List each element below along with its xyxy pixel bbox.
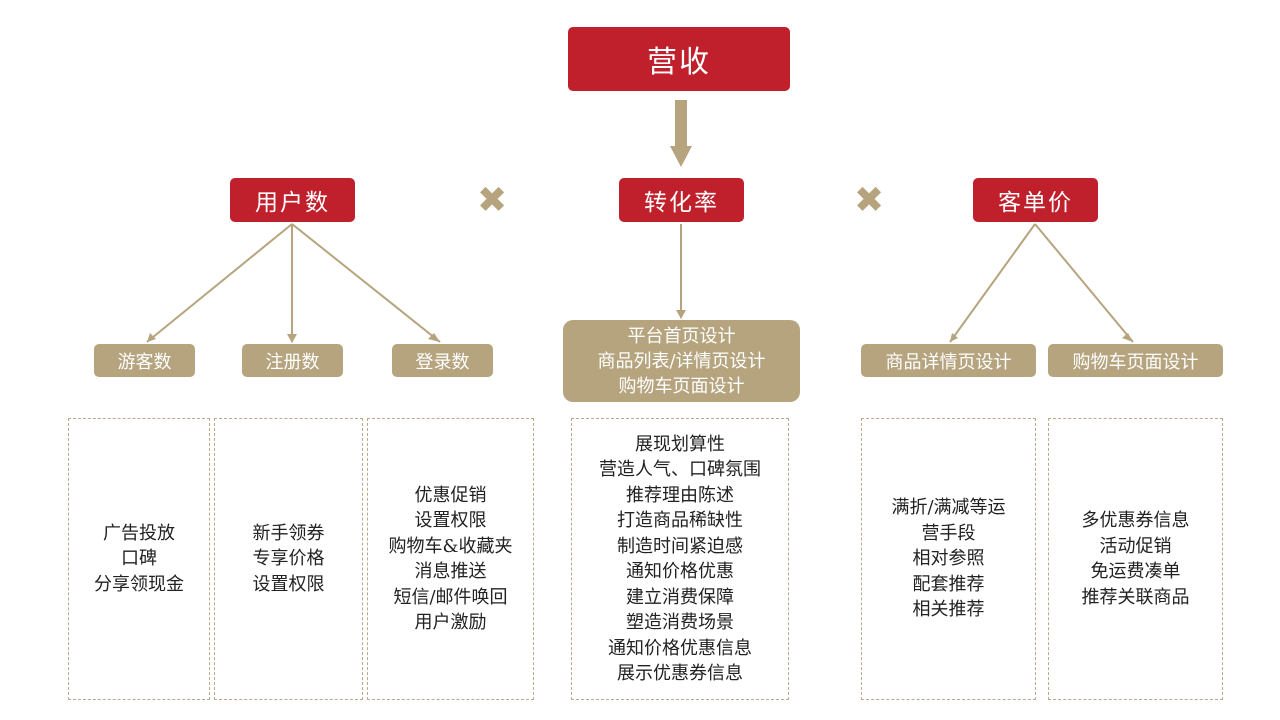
users-node: 用户数 <box>230 178 355 222</box>
avg-order-node: 客单价 <box>973 178 1098 222</box>
conversion-page-item: 商品列表/详情页设计 <box>597 350 766 372</box>
detail-item: 分享领现金 <box>94 573 184 595</box>
detail-item: 多优惠券信息 <box>1081 510 1190 531</box>
connector-avgorder-detail <box>949 223 1036 343</box>
detail-item: 制造时间紧迫感 <box>617 535 743 557</box>
detail-item: 用户激励 <box>414 612 487 633</box>
conversion-details: 展现划算性 营造人气、口碑氛围 推荐理由陈述 打造商品稀缺性 制造时间紧迫感 通… <box>571 418 789 700</box>
detail-item: 广告投放 <box>103 522 175 544</box>
arrowhead <box>676 310 686 319</box>
detail-item: 通知价格优惠信息 <box>608 637 752 659</box>
arrowhead <box>147 333 156 342</box>
arrowhead <box>287 334 297 343</box>
detail-item: 新手领券 <box>252 522 325 544</box>
cart-page-node: 购物车页面设计 <box>1048 344 1223 377</box>
registered-details: 新手领券 专享价格 设置权限 <box>214 418 363 700</box>
detail-item: 配套推荐 <box>912 573 985 595</box>
visitors-node: 游客数 <box>94 344 195 377</box>
cart-page-details: 多优惠券信息 活动促销 免运费凑单 推荐关联商品 <box>1048 418 1223 700</box>
users-label: 用户数 <box>255 190 330 216</box>
detail-item: 营手段 <box>921 522 976 544</box>
visitors-details: 广告投放 口碑 分享领现金 <box>68 418 210 700</box>
arrowhead <box>1122 333 1133 342</box>
connector-avgorder-cart <box>1034 223 1134 343</box>
detail-item: 购物车&收藏夹 <box>388 535 513 557</box>
detail-item: 展示优惠券信息 <box>617 663 743 684</box>
detail-item: 通知价格优惠 <box>626 561 734 582</box>
product-detail-label: 商品详情页设计 <box>885 351 1012 373</box>
conversion-page-item: 购物车页面设计 <box>618 375 745 397</box>
arrowhead <box>950 333 958 342</box>
detail-item: 相关推荐 <box>912 599 985 621</box>
detail-item: 短信/邮件唤回 <box>393 586 508 608</box>
revenue-label: 营收 <box>647 45 711 80</box>
arrowhead <box>428 333 440 342</box>
detail-item: 营造人气、口碑氛围 <box>599 459 761 480</box>
detail-item: 专享价格 <box>252 548 325 570</box>
detail-item: 塑造消费场景 <box>626 612 734 633</box>
detail-item: 活动促销 <box>1099 535 1172 557</box>
connector-users-visitors <box>146 223 293 343</box>
logins-details: 优惠促销 设置权限 购物车&收藏夹 消息推送 短信/邮件唤回 用户激励 <box>367 418 534 700</box>
detail-item: 推荐理由陈述 <box>626 484 734 506</box>
cart-page-label: 购物车页面设计 <box>1072 351 1199 373</box>
detail-item: 消息推送 <box>414 561 487 582</box>
conversion-page-item: 平台首页设计 <box>627 325 736 347</box>
detail-item: 优惠促销 <box>414 484 487 506</box>
detail-item: 建立消费保障 <box>626 586 734 608</box>
product-detail-details: 满折/满减等运 营手段 相对参照 配套推荐 相关推荐 <box>861 418 1036 700</box>
down-arrow <box>670 100 692 167</box>
detail-item: 口碑 <box>121 548 157 570</box>
multiply-icon: ✖ <box>477 180 508 221</box>
detail-item: 打造商品稀缺性 <box>617 510 743 531</box>
logins-node: 登录数 <box>392 344 493 377</box>
detail-item: 设置权限 <box>414 510 487 531</box>
multiply-icon: ✖ <box>854 180 885 221</box>
conversion-label: 转化率 <box>644 190 719 216</box>
detail-item: 展现划算性 <box>635 433 725 455</box>
detail-item: 满折/满减等运 <box>891 497 1006 519</box>
conversion-pages-node: 平台首页设计 商品列表/详情页设计 购物车页面设计 <box>563 320 800 402</box>
detail-item: 相对参照 <box>912 548 985 570</box>
conversion-node: 转化率 <box>619 178 744 222</box>
detail-item: 免运费凑单 <box>1090 561 1181 582</box>
product-detail-node: 商品详情页设计 <box>861 344 1036 377</box>
revenue-node: 营收 <box>568 27 790 91</box>
avg-order-label: 客单价 <box>998 190 1073 216</box>
detail-item: 设置权限 <box>252 573 325 595</box>
connector-users-logins <box>291 223 441 343</box>
detail-item: 推荐关联商品 <box>1081 586 1190 608</box>
registered-label: 注册数 <box>265 351 320 373</box>
visitors-label: 游客数 <box>117 351 172 373</box>
registered-node: 注册数 <box>242 344 343 377</box>
logins-label: 登录数 <box>415 351 470 373</box>
